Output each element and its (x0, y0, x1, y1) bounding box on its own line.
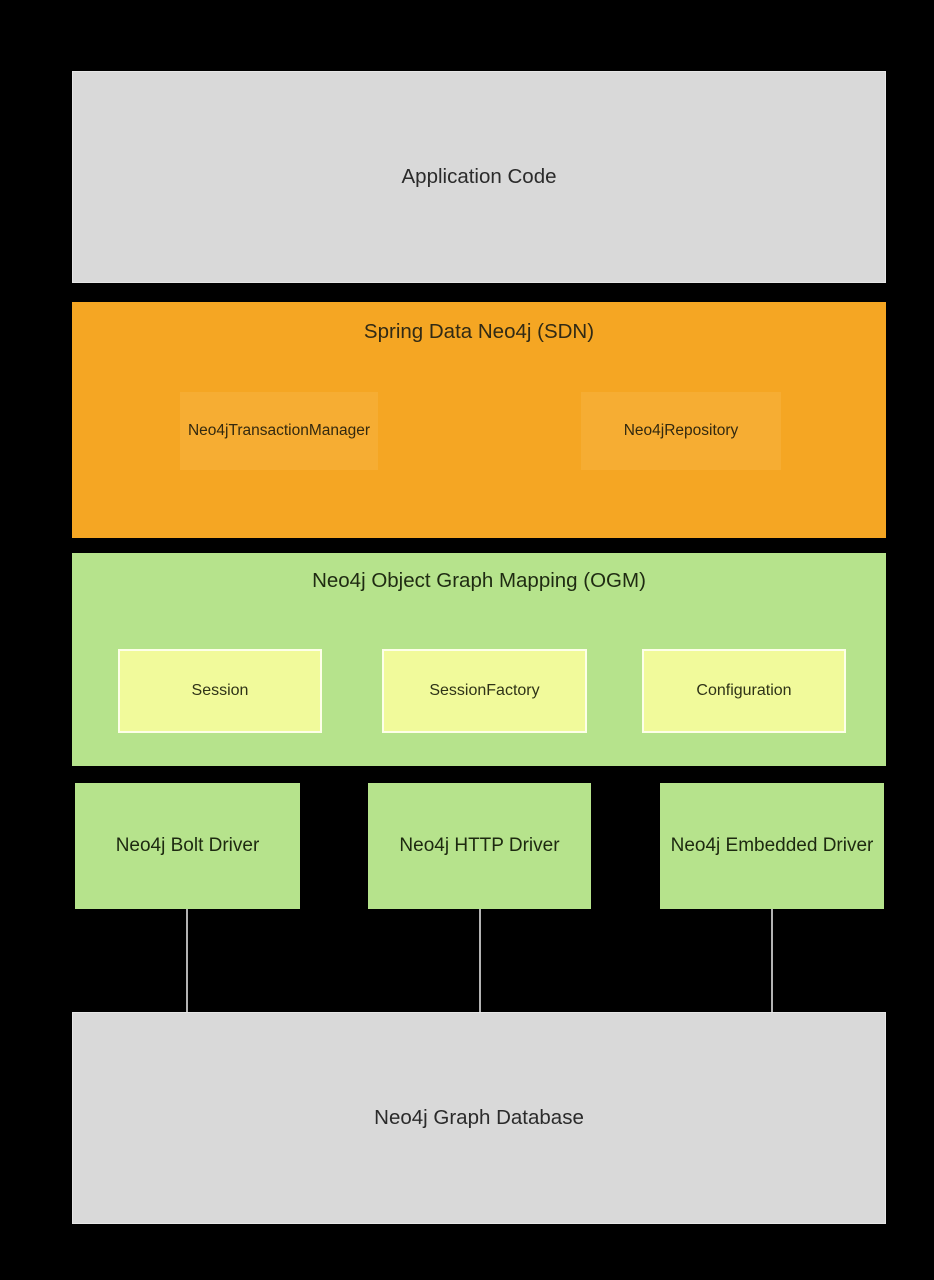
application-code-box: Application Code (72, 71, 886, 283)
connector-line-http (479, 909, 481, 1012)
application-code-label: Application Code (401, 165, 557, 188)
neo4j-repository-box: Neo4jRepository (581, 392, 781, 470)
neo4j-transaction-manager-box: Neo4jTransactionManager (180, 392, 378, 470)
connector-line-embedded (771, 909, 773, 1012)
ogm-layer-box: Neo4j Object Graph Mapping (OGM) Session… (72, 553, 886, 766)
neo4j-http-driver-label: Neo4j HTTP Driver (399, 835, 560, 856)
ogm-layer-title: Neo4j Object Graph Mapping (OGM) (312, 569, 646, 592)
session-factory-label: SessionFactory (429, 682, 540, 699)
connector-line-bolt (186, 909, 188, 1012)
session-factory-box: SessionFactory (382, 649, 587, 733)
neo4j-repository-label: Neo4jRepository (623, 422, 739, 439)
neo4j-embedded-driver-box: Neo4j Embedded Driver (660, 783, 884, 909)
neo4j-graph-database-box: Neo4j Graph Database (72, 1012, 886, 1224)
configuration-label: Configuration (696, 682, 792, 699)
neo4j-http-driver-box: Neo4j HTTP Driver (368, 783, 591, 909)
sdn-layer-title: Spring Data Neo4j (SDN) (363, 320, 595, 343)
session-box: Session (118, 649, 322, 733)
neo4j-embedded-driver-label: Neo4j Embedded Driver (670, 835, 874, 856)
session-label: Session (191, 682, 249, 699)
neo4j-bolt-driver-label: Neo4j Bolt Driver (115, 835, 260, 856)
neo4j-graph-database-label: Neo4j Graph Database (374, 1106, 584, 1129)
configuration-box: Configuration (642, 649, 846, 733)
neo4j-transaction-manager-label: Neo4jTransactionManager (187, 422, 371, 439)
neo4j-bolt-driver-box: Neo4j Bolt Driver (75, 783, 300, 909)
sdn-layer-box: Spring Data Neo4j (SDN) Neo4jTransaction… (72, 302, 886, 538)
